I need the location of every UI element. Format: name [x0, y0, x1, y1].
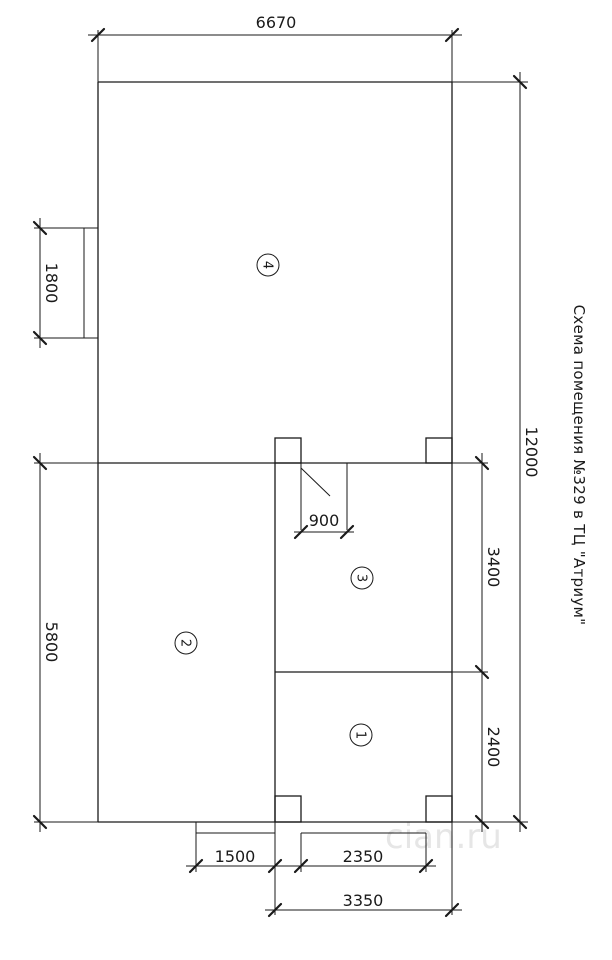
plan-title: Схема помещения №329 в ТЦ "Атриум": [570, 305, 588, 626]
dimension-top: 6670: [88, 13, 462, 82]
dim-2400: 2400: [484, 727, 503, 768]
room-marker-4: 4: [256, 253, 280, 277]
door: [300, 463, 348, 530]
columns: [274, 437, 453, 823]
dim-5800: 5800: [42, 622, 61, 663]
dim-6670: 6670: [256, 13, 297, 32]
room-number-3: 3: [354, 574, 369, 582]
room-number-1: 1: [353, 731, 368, 739]
room-marker-2: 2: [174, 631, 198, 655]
dim-3350: 3350: [343, 891, 384, 910]
dim-2350: 2350: [343, 847, 384, 866]
dimension-inner-right: 3400 2400: [452, 453, 503, 832]
dim-900: 900: [309, 511, 340, 530]
dim-1800: 1800: [42, 263, 61, 304]
room-number-4: 4: [260, 261, 275, 269]
dim-12000: 12000: [522, 427, 541, 478]
dimension-window: 1800: [32, 218, 84, 348]
window: [83, 227, 99, 339]
entrance-frames: [195, 822, 426, 834]
room-marker-1: 1: [349, 723, 373, 747]
dimension-bottom: 1500 2350: [186, 822, 453, 915]
dimension-bottom-total: 3350: [265, 891, 462, 918]
room-marker-3: 3: [350, 566, 374, 590]
room-number-2: 2: [178, 639, 193, 647]
dim-1500: 1500: [215, 847, 256, 866]
dim-3400: 3400: [484, 547, 503, 588]
dimension-right: 12000: [452, 72, 541, 832]
interior-walls: [98, 462, 452, 822]
dimension-door: 900: [293, 511, 355, 540]
dimension-left: 5800: [32, 453, 98, 832]
